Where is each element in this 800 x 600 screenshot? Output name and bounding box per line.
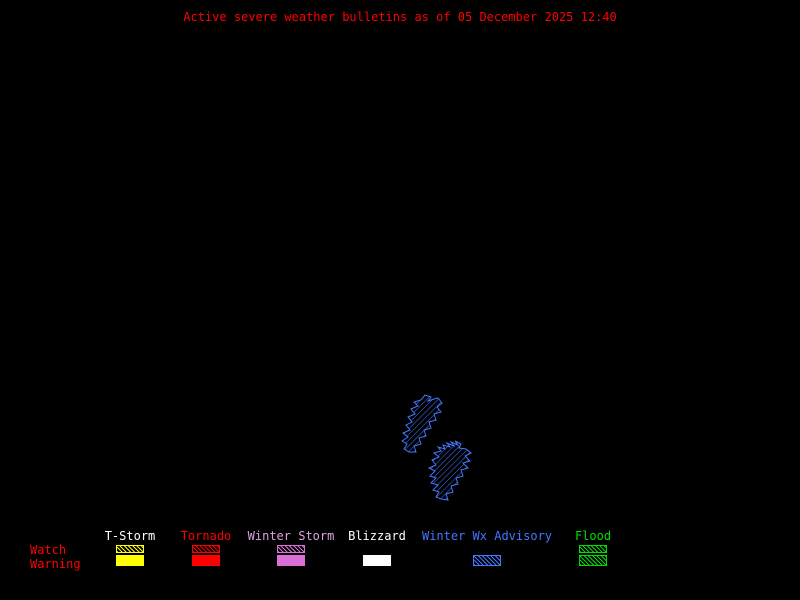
legend-column-label: Tornado — [180, 529, 232, 543]
legend-swatch-slot-warning — [345, 554, 409, 567]
legend-swatch-watch — [579, 544, 607, 553]
legend-swatch-slot-watch — [345, 543, 409, 554]
legend-col-winter-storm: Winter Storm — [247, 530, 335, 567]
legend-swatch-slot-watch — [421, 543, 553, 554]
legend-swatch-watch — [192, 544, 220, 553]
legend-swatch-warning — [277, 555, 305, 566]
legend: Watch Warning T-Storm Tornado Winter Storm… — [0, 530, 800, 572]
legend-row-label-warning: Warning — [30, 557, 81, 571]
legend-swatch-watch — [116, 544, 144, 553]
legend-swatch-slot-watch — [102, 543, 158, 554]
advisory-region — [427, 440, 472, 501]
legend-col-winter-wx-advisory: Winter Wx Advisory — [421, 530, 553, 567]
legend-swatch-slot-warning — [565, 554, 621, 567]
legend-column-label: Blizzard — [348, 529, 406, 543]
legend-row-label-watch: Watch — [30, 543, 67, 557]
legend-swatch-slot-warning — [102, 554, 158, 567]
legend-swatch-slot-warning — [178, 554, 234, 567]
legend-swatch-slot-warning — [421, 554, 553, 567]
legend-swatch-slot-warning — [247, 554, 335, 567]
page-title: Active severe weather bulletins as of 05… — [183, 10, 617, 24]
legend-swatch-slot-watch — [247, 543, 335, 554]
legend-swatch-slot-watch — [565, 543, 621, 554]
legend-swatch-warning — [579, 555, 607, 566]
legend-col-flood: Flood — [565, 530, 621, 567]
advisory-regions — [401, 394, 472, 501]
legend-col-t-storm: T-Storm — [102, 530, 158, 567]
legend-col-tornado: Tornado — [178, 530, 234, 567]
legend-column-label: Winter Storm — [247, 529, 335, 543]
legend-swatch-warning — [473, 555, 501, 566]
advisory-region — [401, 394, 443, 453]
legend-column-label: Winter Wx Advisory — [421, 529, 553, 543]
legend-column-label: T-Storm — [104, 529, 156, 543]
legend-swatch-watch — [277, 544, 305, 553]
legend-swatch-slot-watch — [178, 543, 234, 554]
legend-swatch-warning — [363, 555, 391, 566]
legend-col-blizzard: Blizzard — [345, 530, 409, 567]
legend-swatch-warning — [116, 555, 144, 566]
legend-column-label: Flood — [574, 529, 612, 543]
legend-swatch-warning — [192, 555, 220, 566]
